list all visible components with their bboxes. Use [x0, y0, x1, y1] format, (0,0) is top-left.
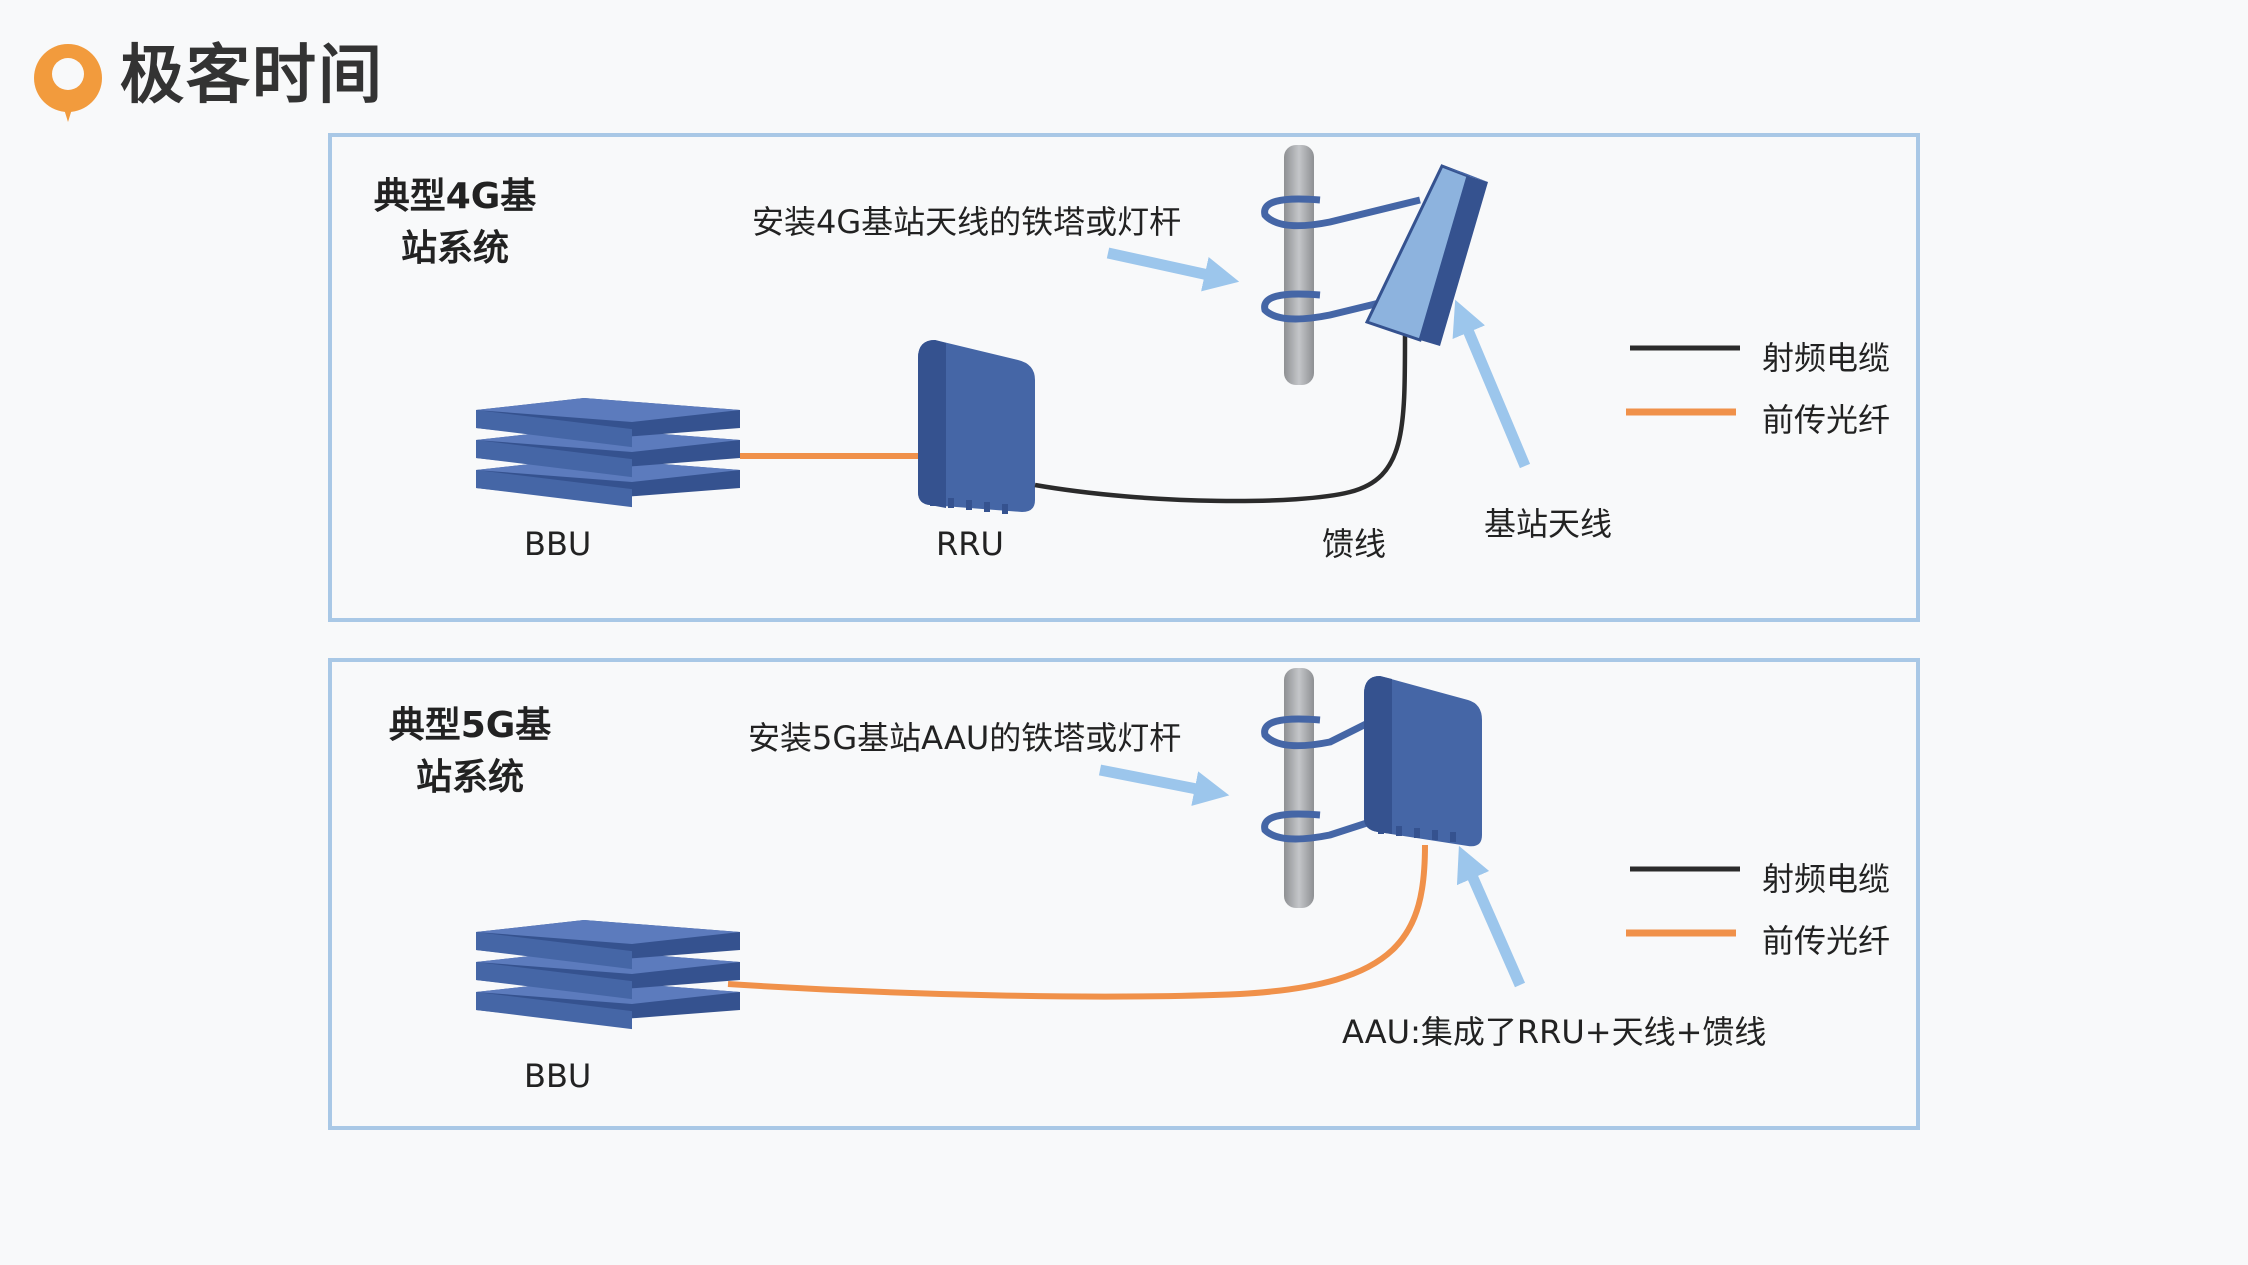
tower-pole-5g: [1284, 668, 1314, 908]
panel-4g-title: 典型4G基 站系统: [360, 171, 550, 275]
bbu-label-5g: BBU: [524, 1057, 592, 1095]
aau-5g-device: [1364, 676, 1482, 847]
arrow-to-aau-5g: [1456, 845, 1526, 988]
mounting-clamp-4g: [1261, 195, 1421, 323]
arrow-to-tower-5g: [1098, 764, 1230, 806]
rru-4g-device: [918, 340, 1035, 514]
bbu-label-4g: BBU: [524, 525, 592, 563]
legend-fiber-label-5g: 前传光纤: [1762, 922, 1891, 960]
bbu-5g-device: [476, 920, 740, 1030]
tower-pole-4g: [1284, 145, 1314, 385]
fronthaul-fiber-5g: [727, 844, 1428, 1000]
legend-fiber-label-4g: 前传光纤: [1762, 401, 1891, 439]
rru-label-4g: RRU: [936, 525, 1004, 563]
panel-5g-title-line2: 站系统: [415, 757, 524, 798]
base-station-antenna-4g: [1364, 164, 1488, 346]
panel-5g-frame: [328, 658, 1920, 1130]
tower-label-4g: 安装4G基站天线的铁塔或灯杆: [752, 203, 1182, 241]
panel-5g-title: 典型5G基 站系统: [375, 700, 565, 804]
feeder-label-4g: 馈线: [1322, 525, 1387, 563]
panel-5g-title-line1: 典型5G基: [388, 705, 552, 746]
panel-4g-title-line2: 站系统: [400, 228, 509, 269]
rf-cable-4g: [1034, 334, 1408, 504]
brand-name: 极客时间: [120, 39, 384, 113]
arrow-to-antenna-4g: [1452, 299, 1531, 469]
legend-rf-cable-label-5g: 射频电缆: [1762, 860, 1891, 898]
antenna-label-4g: 基站天线: [1484, 505, 1613, 543]
brand-logo-icon: [34, 44, 102, 122]
aau-label-5g: AAU:集成了RRU+天线+馈线: [1342, 1013, 1767, 1051]
mounting-clamp-5g: [1261, 715, 1372, 843]
arrow-to-tower-4g: [1106, 247, 1240, 292]
tower-label-5g: 安装5G基站AAU的铁塔或灯杆: [748, 719, 1182, 757]
legend-rf-cable-label-4g: 射频电缆: [1762, 339, 1891, 377]
panel-4g-title-line1: 典型4G基: [373, 176, 537, 217]
bbu-4g-device: [476, 398, 740, 508]
panel-4g-frame: [328, 133, 1920, 622]
